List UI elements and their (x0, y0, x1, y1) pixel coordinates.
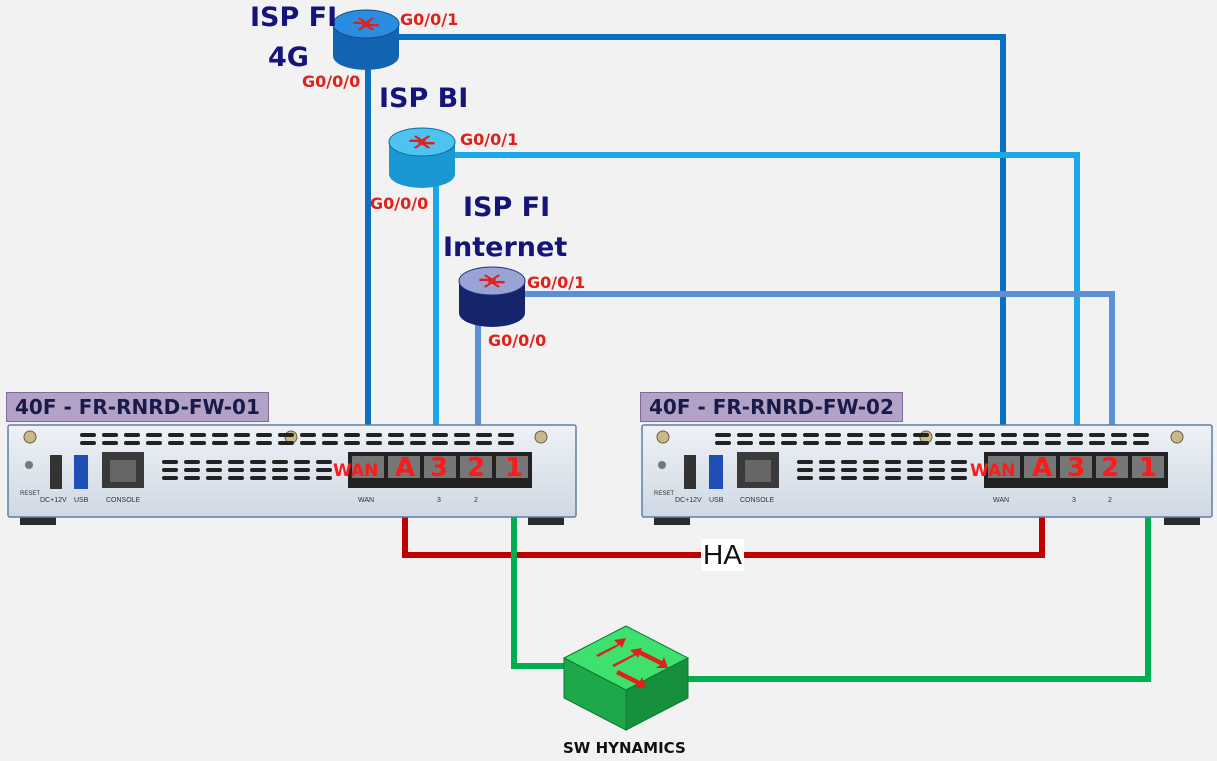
ha-link-label: HA (701, 539, 744, 571)
router-isp-fi-internet-port-down: G0/0/0 (488, 331, 547, 350)
link-switch-fw2-port1 (684, 478, 1151, 682)
fw2-reset-text: RESET (654, 491, 675, 497)
router-isp-bi-name: ISP BI (379, 83, 469, 114)
fw1-console-text: CONSOLE (106, 497, 141, 504)
fw2-dc-text: DC+12V (675, 497, 702, 504)
fw1-port-a-label: A (395, 453, 416, 483)
link-fw1-port1-switch (511, 478, 570, 669)
fw2-port-wan-label: WAN (970, 461, 1016, 481)
fw1-port-wan-label: WAN (333, 461, 379, 481)
switch-name: SW HYNAMICS (563, 739, 686, 757)
link-isp-fi-internet-fw2-port2 (525, 291, 1115, 462)
fw2-wan-text: WAN (993, 497, 1010, 504)
router-isp-bi-port-down: G0/0/0 (370, 194, 429, 213)
fw2-port-a-label: A (1032, 453, 1053, 483)
firewall-fw-01[interactable] (7, 424, 577, 525)
router-isp-fi-internet-port-up: G0/0/1 (527, 273, 586, 292)
link-isp-bi-fw2-port3 (455, 152, 1080, 462)
router-isp-bi-port-up: G0/0/1 (460, 130, 519, 149)
fw2-console-text: CONSOLE (740, 497, 775, 504)
router-isp-bi[interactable] (388, 127, 456, 188)
router-isp-fi-4g-port-up: G0/0/1 (400, 10, 459, 29)
router-isp-fi-internet-name-line2: Internet (443, 232, 568, 263)
fw2-port-1-label: 1 (1139, 453, 1158, 483)
switch-sw-hynamics[interactable] (562, 625, 690, 731)
router-isp-fi-internet[interactable] (458, 266, 526, 327)
router-isp-fi-4g-name-line2: 4G (268, 42, 309, 73)
fw2-usb-text: USB (709, 497, 724, 504)
vent-grille (80, 433, 514, 480)
fw1-usb-text: USB (74, 497, 89, 504)
router-isp-fi-4g-name-line1: ISP FI (250, 2, 338, 33)
fw1-port-2-label: 2 (467, 453, 486, 483)
fw1-port-3-label: 3 (430, 453, 449, 483)
fw1-dc-text: DC+12V (40, 497, 67, 504)
router-isp-fi-4g-port-down: G0/0/0 (302, 72, 361, 91)
fw2-port-2-label: 2 (1101, 453, 1120, 483)
router-isp-fi-internet-name-line1: ISP FI (463, 192, 551, 223)
vent-grille (715, 433, 1149, 480)
router-isp-fi-4g[interactable] (332, 9, 400, 70)
fw1-port-1-label: 1 (505, 453, 524, 483)
fw1-p3-text: 3 (437, 497, 441, 504)
firewall-fw-02-title: 40F - FR-RNRD-FW-02 (640, 392, 903, 422)
fw2-p3-text: 3 (1072, 497, 1076, 504)
fw1-reset-text: RESET (20, 491, 41, 497)
fw1-wan-text: WAN (358, 497, 375, 504)
firewall-fw-02[interactable] (641, 424, 1213, 525)
firewall-fw-01-title: 40F - FR-RNRD-FW-01 (6, 392, 269, 422)
fw2-port-3-label: 3 (1067, 453, 1086, 483)
fw2-p2-text: 2 (1108, 497, 1112, 504)
link-isp-fi-4g-fw2-wan (398, 34, 1006, 462)
fw1-p2-text: 2 (474, 497, 478, 504)
